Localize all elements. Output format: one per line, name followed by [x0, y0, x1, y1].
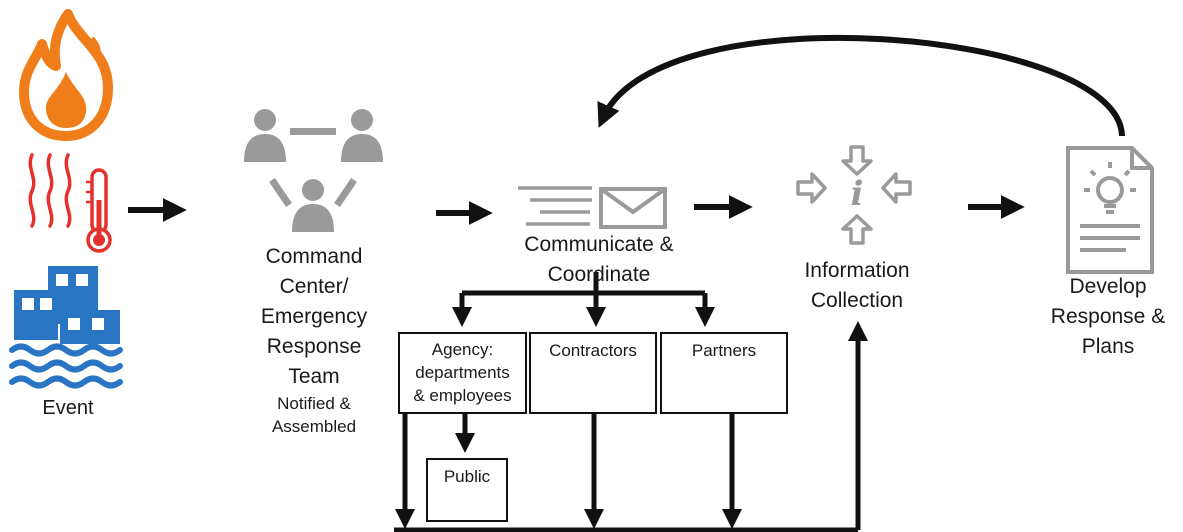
- agency-line-1: Agency:: [431, 340, 494, 359]
- command-center-sublabel: Notified & Assembled: [246, 392, 382, 438]
- fire-icon: [19, 9, 113, 141]
- event-label: Event: [42, 397, 94, 419]
- agency-box: Agency: departments & employees: [398, 332, 527, 414]
- communicate-label: Communicate & Coordinate: [500, 230, 698, 290]
- flow-arrows: [128, 34, 1125, 225]
- arrow-feedback-loop: [597, 34, 1125, 137]
- develop-line-1: Develop: [1069, 275, 1147, 298]
- develop-line-3: Plans: [1081, 335, 1135, 358]
- public-box: Public: [426, 458, 508, 522]
- message-envelope-icon: [518, 186, 667, 229]
- command-center-sub-line-1: Notified &: [277, 394, 351, 413]
- contractors-box: Contractors: [529, 332, 657, 414]
- plan-document-lightbulb-icon: [1066, 146, 1154, 274]
- information-collection-icon: i: [796, 145, 912, 245]
- heat-waves-icon: [28, 153, 72, 228]
- svg-text:i: i: [851, 174, 864, 214]
- team-network-icon: [244, 109, 383, 232]
- agency-line-3: & employees: [413, 386, 512, 405]
- command-center-line-1: Command: [265, 245, 363, 268]
- develop-line-2: Response &: [1050, 305, 1166, 328]
- flooded-building-icon: [9, 266, 123, 389]
- distribution-tree: [394, 272, 868, 532]
- thermometer-icon: [86, 168, 112, 253]
- information-label: Information Collection: [780, 256, 934, 316]
- information-line-2: Collection: [810, 289, 904, 312]
- communicate-line-1: Communicate &: [524, 233, 674, 256]
- command-center-line-4: Response: [266, 335, 362, 358]
- command-center-label: Command Center/ Emergency Response Team: [236, 242, 392, 392]
- command-center-line-5: Team: [288, 365, 340, 388]
- communicate-line-2: Coordinate: [547, 263, 651, 286]
- develop-label: Develop Response & Plans: [1034, 272, 1182, 362]
- agency-line-2: departments: [415, 363, 510, 382]
- information-line-1: Information: [804, 259, 910, 282]
- command-center-sub-line-2: Assembled: [271, 417, 357, 436]
- command-center-line-3: Emergency: [260, 305, 368, 328]
- partners-box: Partners: [660, 332, 788, 414]
- command-center-line-2: Center/: [279, 275, 349, 298]
